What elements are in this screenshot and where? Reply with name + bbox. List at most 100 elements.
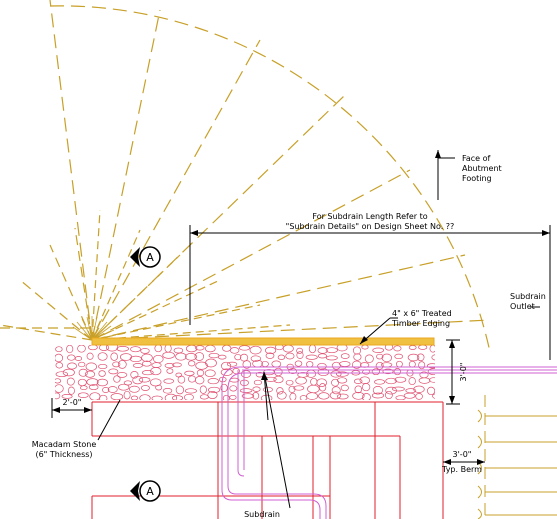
stone-hatch [418, 377, 431, 384]
stone-hatch [141, 353, 153, 362]
slope-line [91, 39, 261, 341]
stone-hatch [392, 386, 405, 392]
stone-hatch [252, 386, 261, 392]
stone-hatch [299, 395, 308, 400]
stone-hatch [330, 370, 342, 378]
stone-hatch [107, 386, 118, 393]
stone-hatch [285, 352, 295, 360]
stone-hatch [253, 379, 262, 386]
stone-hatch [67, 362, 77, 370]
stone-hatch [102, 387, 110, 393]
stone-hatch [129, 355, 142, 363]
stone-hatch [151, 395, 163, 400]
stone-hatch [184, 388, 197, 394]
slope-line [91, 94, 346, 341]
stone-hatch [273, 375, 284, 384]
stone-hatch [429, 345, 435, 353]
stone-hatch [385, 390, 393, 400]
stone-hatch [416, 353, 425, 362]
stone-hatch [141, 370, 154, 376]
stone-hatch [85, 362, 97, 371]
stone-hatch [116, 346, 129, 352]
stone-hatch [340, 353, 350, 359]
stone-hatch [331, 361, 341, 370]
stone-hatch [199, 394, 209, 400]
stone-hatch [431, 354, 435, 361]
stone-hatch [110, 393, 124, 400]
stone-hatch [432, 393, 435, 399]
stone-hatch [396, 360, 403, 368]
stone-hatch [150, 367, 162, 376]
stone-hatch [164, 345, 172, 353]
stone-hatch [340, 384, 349, 392]
stone-hatch [113, 375, 121, 383]
stone-hatch [252, 392, 260, 400]
stone-hatch [162, 351, 175, 359]
stone-hatch [162, 388, 173, 394]
stone-hatch [96, 378, 108, 387]
stone-hatch [294, 360, 303, 367]
stone-hatch [295, 376, 307, 385]
stone-hatch [89, 392, 101, 400]
stone-hatch [354, 385, 363, 394]
stone-hatch [229, 394, 237, 400]
stone-hatch [374, 379, 386, 385]
stone-hatch [265, 352, 275, 359]
stone-hatch [337, 393, 349, 400]
stone-hatch [317, 368, 330, 377]
slope-line-left [74, 227, 93, 341]
stone-hatch [394, 353, 404, 360]
stone-hatch [316, 378, 327, 387]
stone-hatch [240, 353, 249, 362]
stone-hatch [188, 360, 196, 367]
stone-hatch [166, 368, 174, 374]
face-of-footing-label-1: Face of [462, 154, 491, 163]
slope-line [91, 254, 466, 341]
stone-hatch [204, 369, 216, 378]
stone-hatch [217, 354, 227, 360]
stone-hatch [199, 385, 207, 394]
stone-hatch [55, 371, 68, 378]
stone-hatch [306, 392, 319, 400]
stone-hatch [132, 363, 143, 368]
stone-hatch [240, 370, 252, 378]
stone-hatch [195, 345, 205, 351]
stone-hatch [317, 353, 327, 359]
stone-hatch [123, 390, 131, 400]
stone-hatch [194, 352, 205, 361]
stone-hatch [353, 378, 363, 384]
dim-2ft-label: 2'-0" [63, 398, 82, 407]
section-arrow [130, 491, 140, 501]
stone-hatch [371, 392, 385, 399]
stone-hatch [164, 363, 175, 369]
macadam-stone-label-2: (6" Thickness) [35, 450, 92, 459]
subdrain-pipe [221, 366, 557, 519]
stone-hatch [289, 392, 297, 400]
stone-hatch [260, 394, 273, 400]
berm-slope-lines [477, 395, 557, 519]
stone-hatch [352, 391, 365, 400]
stone-hatch [175, 352, 187, 361]
stone-hatch [88, 384, 99, 391]
stone-hatch [98, 363, 108, 370]
stone-hatch [408, 377, 416, 386]
timber-edging-label-1: 4" x 6" Treated [392, 309, 452, 318]
stone-hatch [67, 354, 76, 361]
section-marker-letter: A [146, 251, 154, 264]
stone-hatch [276, 391, 287, 400]
stone-hatch [172, 362, 182, 368]
stone-hatch [372, 347, 385, 353]
stone-hatch [130, 346, 141, 353]
stone-hatch [250, 355, 261, 362]
stone-hatch [352, 346, 362, 355]
stone-hatch [242, 360, 252, 369]
stone-hatch [98, 370, 106, 377]
stone-hatch [222, 394, 230, 400]
stone-hatch [77, 345, 86, 353]
stone-hatch [184, 370, 195, 376]
stone-hatch [66, 377, 75, 386]
stone-hatch [207, 391, 218, 399]
stone-hatch [265, 346, 277, 355]
stone-hatch [163, 378, 175, 384]
stone-hatch [249, 345, 262, 355]
